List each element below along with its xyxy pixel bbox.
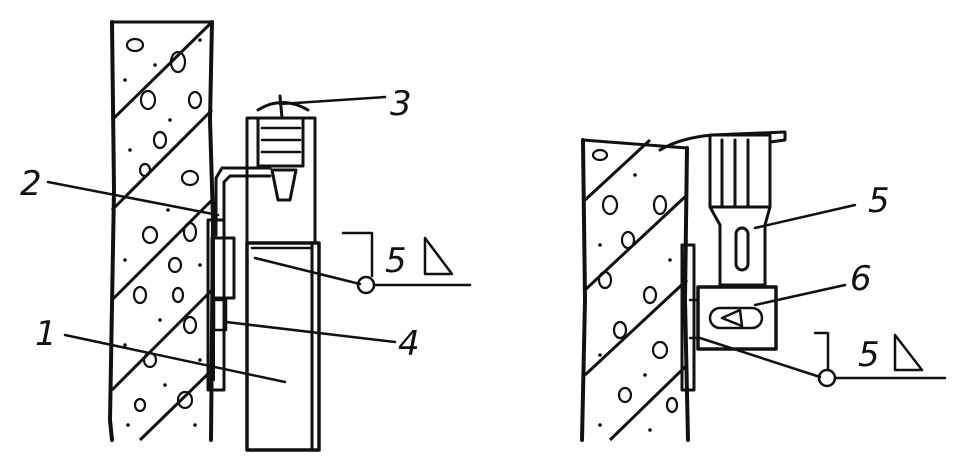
callout-2: 2: [20, 164, 42, 204]
leader-5: [753, 203, 857, 230]
leader-3: [278, 95, 387, 106]
right-concrete-wall: [580, 138, 690, 442]
leader-4: [224, 320, 397, 344]
callout-4: 4: [398, 324, 420, 364]
left-weld-symbol: [253, 231, 472, 295]
leader-2: [46, 180, 220, 217]
leader-6: [753, 283, 847, 307]
callout-6: 6: [850, 259, 872, 299]
right-weld-symbol: [698, 331, 947, 388]
right-weld-triangle-icon: [893, 333, 924, 372]
leader-1: [63, 333, 287, 384]
callout-1: 1: [35, 314, 57, 354]
weld-size-right: 5: [858, 335, 880, 375]
callout-3: 3: [390, 84, 412, 124]
right-figure: 5 6 5: [580, 130, 947, 442]
left-weld-triangle-icon: [423, 236, 454, 276]
right-hanger: [658, 130, 787, 287]
right-embedded-plate: [680, 243, 696, 392]
left-concrete-wall: [108, 20, 215, 442]
left-panel: [245, 241, 321, 452]
weld-size-left: 5: [385, 241, 407, 281]
callout-5: 5: [868, 181, 890, 221]
left-figure: 1 2 3 4 5: [20, 20, 472, 452]
